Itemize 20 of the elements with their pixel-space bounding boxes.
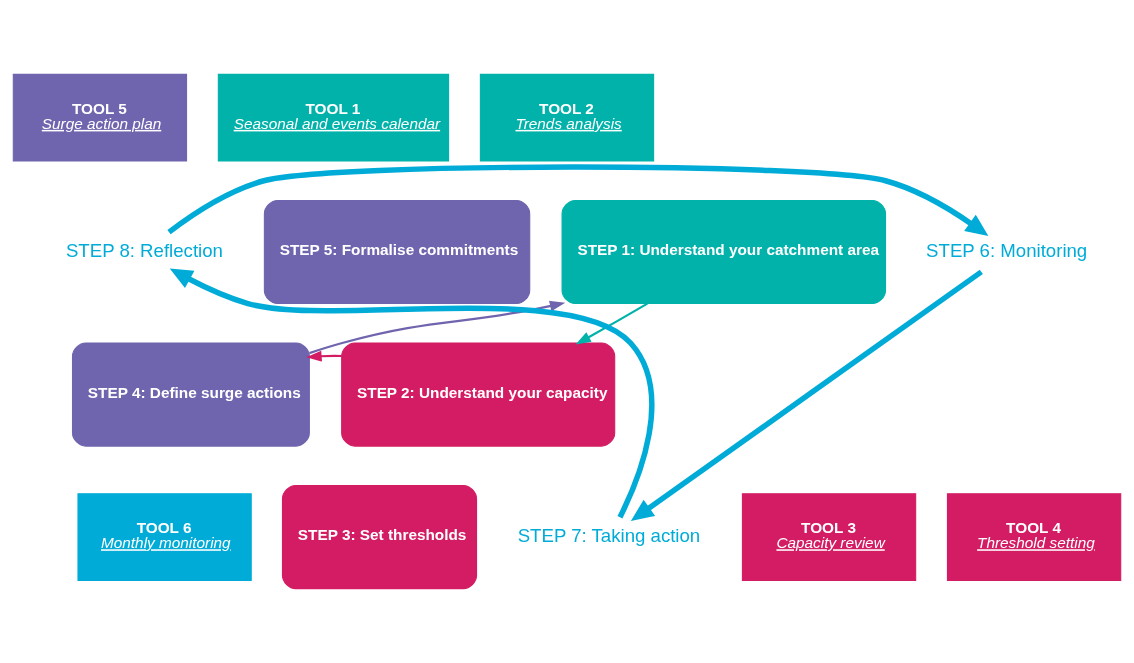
node-box: TOOL 3 Capacity review [741,493,917,581]
node-box: STEP 3: Set thresholds [281,485,478,590]
node-box: TOOL 4 Threshold setting [946,493,1122,581]
node-box: STEP 4: Define surge actions [71,342,310,447]
node-box: TOOL 2 Trends analysis [479,73,655,162]
arrow [169,268,655,519]
arrow [309,300,566,355]
node-box: TOOL 1 Seasonal and events calendar [217,73,450,162]
arrow [575,302,648,345]
node-text: STEP 7: Taking action [517,524,701,546]
arrow [306,350,342,362]
node-box: TOOL 6 Monthly monitoring [77,493,252,581]
node-box: TOOL 5 Surge action plan [12,73,188,162]
arrow [167,164,989,237]
arrow [630,269,983,521]
node-box: STEP 2: Understand your capacity [341,342,616,447]
node-text: STEP 6: Monitoring [926,239,1088,261]
node-box: STEP 1: Understand your catchment area [561,199,887,305]
node-text: STEP 8: Reflection [65,239,223,261]
node-box: STEP 5: Formalise commitments [263,199,531,305]
